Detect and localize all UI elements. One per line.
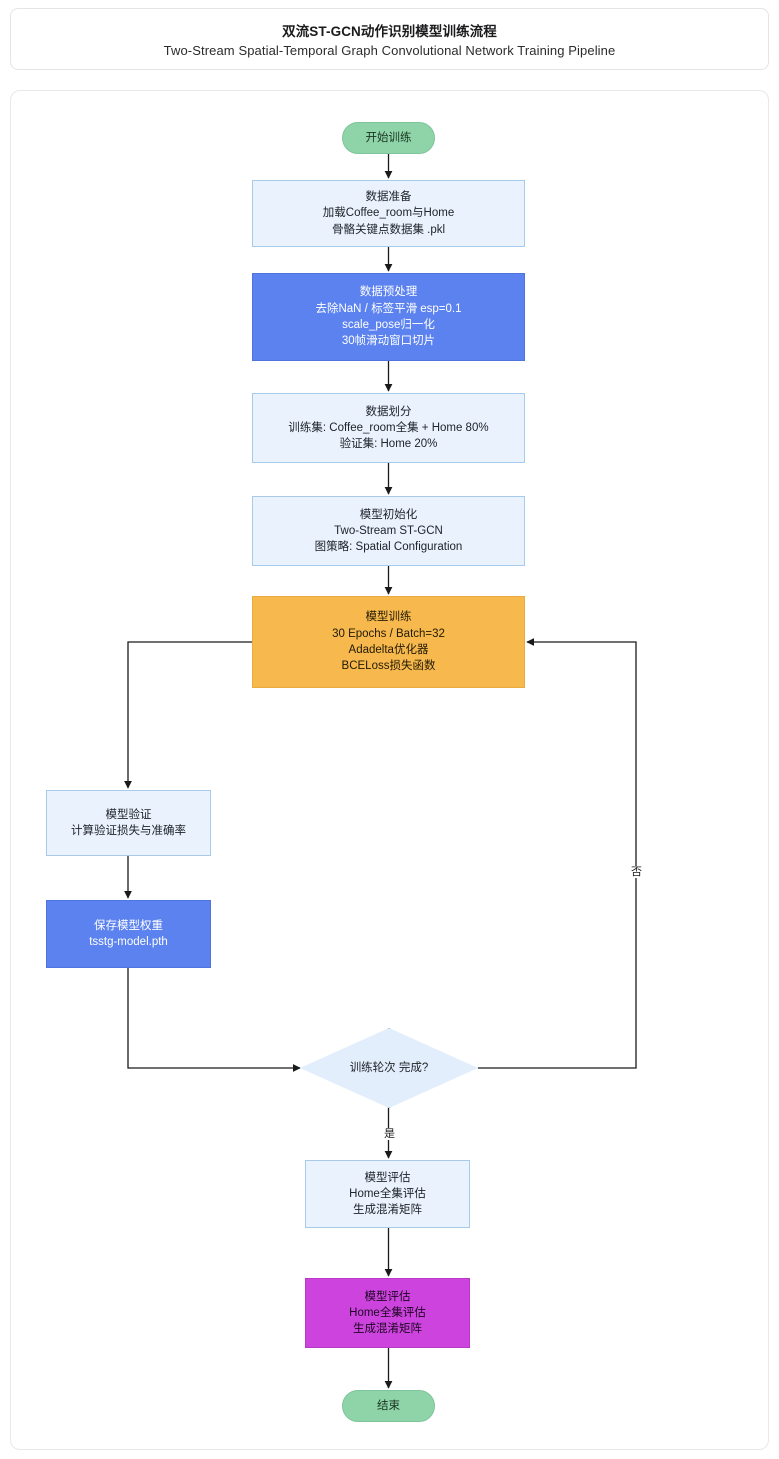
node-model-training[interactable]: 模型训练 30 Epochs / Batch=32 Adadelta优化器 BC…: [252, 596, 525, 688]
node-model-init-line1: 模型初始化: [359, 508, 418, 521]
node-data-split[interactable]: 数据划分 训练集: Coffee_room全集 + Home 80% 验证集: …: [252, 393, 525, 463]
page-title: 双流ST-GCN动作识别模型训练流程: [282, 24, 497, 39]
node-model-init-line3: 图策略: Spatial Configuration: [314, 541, 463, 554]
edge-label-yes: 是: [382, 1128, 397, 1141]
node-model-init[interactable]: 模型初始化 Two-Stream ST-GCN 图策略: Spatial Con…: [252, 496, 525, 566]
node-model-training-line2: 30 Epochs / Batch=32: [332, 627, 445, 640]
node-end[interactable]: 结束: [342, 1390, 435, 1422]
page-subtitle: Two-Stream Spatial-Temporal Graph Convol…: [163, 43, 616, 58]
node-model-training-line3: Adadelta优化器: [348, 644, 429, 656]
node-model-validation[interactable]: 模型验证 计算验证损失与准确率: [46, 790, 211, 856]
node-data-preprocessing-line2: 去除NaN / 标签平滑 esp=0.1: [315, 302, 462, 315]
node-model-evaluation[interactable]: 模型评估 Home全集评估 生成混淆矩阵: [305, 1160, 470, 1228]
node-start[interactable]: 开始训练: [342, 122, 435, 154]
node-epoch-decision-line2: 完成?: [398, 1061, 429, 1074]
node-model-evaluation-line1: 模型评估: [364, 1171, 411, 1184]
node-data-split-line1: 数据划分: [365, 405, 412, 418]
node-model-evaluation-line2: Home全集评估: [349, 1187, 426, 1200]
node-data-split-line3: 验证集: Home 20%: [339, 438, 438, 451]
node-model-evaluation-line3: 生成混淆矩阵: [353, 1204, 422, 1217]
node-model-evaluation-highlight[interactable]: 模型评估 Home全集评估 生成混淆矩阵: [305, 1278, 470, 1348]
node-model-validation-line1: 模型验证: [105, 808, 152, 821]
node-data-preprocessing-line4: 30帧滑动窗口切片: [341, 335, 436, 348]
node-start-line1: 开始训练: [365, 131, 412, 144]
node-data-preprocessing-line1: 数据预处理: [359, 286, 418, 299]
node-save-weights-line1: 保存模型权重: [94, 919, 163, 932]
node-model-validation-line2: 计算验证损失与准确率: [71, 825, 186, 837]
node-model-init-line2: Two-Stream ST-GCN: [334, 524, 443, 537]
node-model-training-line1: 模型训练: [365, 611, 412, 624]
node-epoch-decision-line1: 训练轮次: [349, 1061, 396, 1074]
node-model-evaluation-highlight-line1: 模型评估: [364, 1290, 411, 1303]
node-model-evaluation-highlight-line2: Home全集评估: [349, 1306, 426, 1319]
node-data-preparation-line2: 加载Coffee_room与Home: [322, 207, 455, 220]
node-data-preparation[interactable]: 数据准备 加载Coffee_room与Home 骨骼关键点数据集 .pkl: [252, 180, 525, 247]
node-data-preparation-line3: 骨骼关键点数据集 .pkl: [331, 223, 446, 236]
title-card: 双流ST-GCN动作识别模型训练流程 Two-Stream Spatial-Te…: [10, 8, 769, 70]
node-data-split-line2: 训练集: Coffee_room全集 + Home 80%: [288, 421, 489, 434]
node-save-weights[interactable]: 保存模型权重 tsstg-model.pth: [46, 900, 211, 968]
node-data-preprocessing-line3: scale_pose归一化: [342, 319, 435, 331]
edge-label-no: 否: [629, 866, 644, 879]
node-model-training-line4: BCELoss损失函数: [341, 660, 436, 673]
node-epoch-decision[interactable]: 训练轮次 完成?: [300, 1028, 478, 1108]
node-model-evaluation-highlight-line3: 生成混淆矩阵: [353, 1323, 422, 1336]
node-save-weights-line2: tsstg-model.pth: [89, 936, 168, 948]
node-epoch-decision-text: 训练轮次 完成?: [350, 1060, 429, 1077]
node-data-preprocessing[interactable]: 数据预处理 去除NaN / 标签平滑 esp=0.1 scale_pose归一化…: [252, 273, 525, 361]
node-end-line1: 结束: [377, 1399, 400, 1412]
node-data-preparation-line1: 数据准备: [365, 191, 412, 203]
